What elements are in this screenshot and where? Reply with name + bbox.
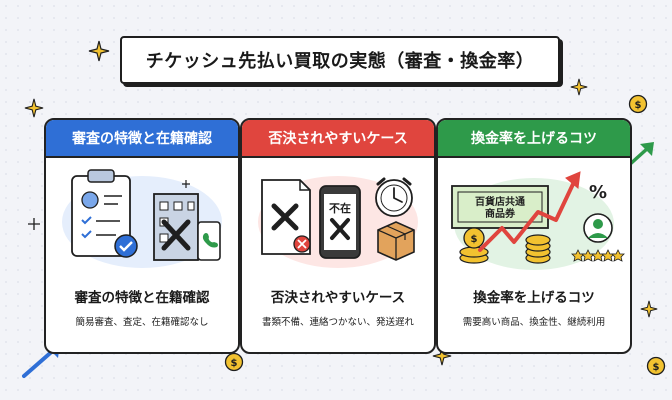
alarm-clock-icon [375,177,413,217]
phone-label: 不在 [329,201,351,215]
package-icon [377,221,415,261]
sparkle-icon [570,78,588,96]
sparkle-icon [88,40,110,62]
card-subtitle: 書類不備、連絡つかない、発送遅れ [261,317,414,328]
card-screening: 審査の特徴と在籍確認 [44,118,240,354]
sparkle-icon [24,98,44,118]
page-title-box: チケッシュ先払い買取の実態（審査・換金率） [120,36,560,84]
card-rejection: 否決されやすいケース 不在 否決されやすいケース 書類不備、連 [240,118,436,354]
card-title: 審査の特徴と在籍確認 [74,290,210,306]
voucher-line-1: 百貨店共通 [475,195,525,208]
card-title: 否決されやすいケース [270,290,406,306]
card-subtitle: 需要高い商品、換金性、継続利用 [462,317,606,328]
card-header-label: 審査の特徴と在籍確認 [72,131,212,147]
trend-arrow-icon [478,171,581,252]
phone-icon: 不在 [319,185,361,259]
rejection-illustration: 不在 [258,176,418,268]
card-header-label: 否決されやすいケース [268,131,408,147]
coin-icon: $ [628,94,648,114]
card-header-label: 換金率を上げるコツ [471,131,597,147]
card-header: 審査の特徴と在籍確認 [46,120,238,158]
building-icon [153,193,199,261]
sparkle-icon [432,346,452,366]
card-header: 否決されやすいケース [242,120,434,158]
card-header: 換金率を上げるコツ [438,120,630,158]
voucher-icon: 百貨店共通 商品券 [451,185,549,229]
coin-icon: $ [224,352,244,372]
phone-icon [197,221,221,261]
card-title: 換金率を上げるコツ [473,290,595,306]
screening-illustration [62,169,222,268]
svg-text:$: $ [653,362,660,373]
rating-stars-icon [571,249,625,262]
svg-text:$: $ [231,358,238,369]
svg-text:$: $ [471,234,478,245]
person-icon [583,213,613,243]
coin-icon: $ [646,356,666,376]
sparkle-icon [28,218,40,230]
card-conversion-tips: 換金率を上げるコツ 百貨店共通 商品券 $ % [436,118,632,354]
page-title: チケッシュ先払い買取の実態（審査・換金率） [145,51,535,72]
document-icon [261,179,311,255]
conversion-illustration: 百貨店共通 商品券 $ % [451,171,625,270]
voucher-line-2: 商品券 [485,207,516,220]
percent-symbol: % [589,182,607,203]
card-subtitle: 簡易審査、査定、在籍確認なし [75,317,209,328]
sparkle-icon [640,300,658,318]
clipboard-icon [71,169,138,258]
svg-text:$: $ [635,100,642,111]
